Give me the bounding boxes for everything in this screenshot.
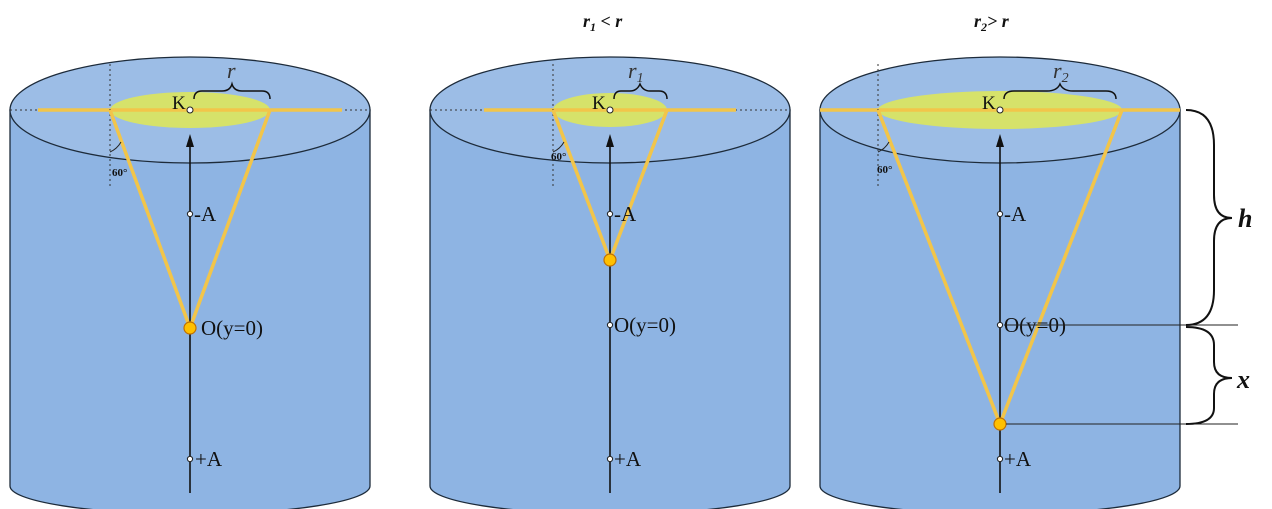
point-minus-a — [606, 210, 614, 218]
angle-arc — [877, 141, 890, 153]
point-plus-a-label: +A — [614, 447, 642, 471]
angle-label: 60° — [877, 164, 892, 176]
panel-title: r1 < r — [583, 11, 623, 34]
angle-arc — [552, 141, 565, 153]
axis-arrow-icon — [996, 134, 1004, 147]
point-minus-a — [186, 210, 194, 218]
h-brace — [1185, 109, 1233, 326]
point-o — [606, 321, 614, 329]
point-k — [186, 106, 194, 114]
point-minus-a-label: -A — [614, 202, 637, 226]
point-minus-a-label: -A — [194, 202, 217, 226]
point-k — [996, 106, 1004, 114]
point-plus-a — [606, 455, 614, 463]
x-label: x — [1236, 365, 1250, 394]
point-minus-a — [996, 210, 1004, 218]
light-source — [183, 321, 197, 335]
point-o-label: O(y=0) — [614, 313, 676, 337]
radius-brace — [193, 81, 271, 100]
point-plus-a — [996, 455, 1004, 463]
point-plus-a-label: +A — [195, 447, 223, 471]
radius-label: r — [227, 58, 236, 83]
x-brace — [1185, 326, 1233, 425]
radius-brace — [1003, 82, 1117, 100]
point-minus-a-label: -A — [1004, 202, 1027, 226]
point-o-label: O(y=0) — [201, 316, 263, 340]
panel-title: r2> r — [974, 11, 1010, 34]
light-source — [993, 417, 1007, 431]
point-plus-a-label: +A — [1004, 447, 1032, 471]
point-k — [606, 106, 614, 114]
h-label: h — [1238, 204, 1252, 233]
axis-arrow-icon — [606, 134, 614, 147]
point-k-label: K — [172, 93, 186, 114]
angle-label: 60° — [112, 167, 127, 179]
panel-3: r2> r 60° r2 K -A O(y=0) +A h x — [819, 11, 1252, 509]
point-o — [996, 321, 1004, 329]
radius-label: r2 — [1053, 58, 1069, 86]
radius-brace — [613, 82, 668, 100]
axis-arrow-icon — [186, 134, 194, 147]
panel-2: r1 < r 60° r1 K -A O(y=0) +A — [429, 11, 791, 509]
angle-arc — [109, 141, 122, 153]
point-k-label: K — [592, 93, 606, 114]
point-plus-a — [186, 455, 194, 463]
point-k-label: K — [982, 93, 996, 114]
panel-1: 60° r K -A O(y=0) +A — [9, 56, 371, 509]
angle-label: 60° — [551, 151, 566, 163]
radius-label: r1 — [628, 58, 644, 86]
light-source — [603, 253, 617, 267]
